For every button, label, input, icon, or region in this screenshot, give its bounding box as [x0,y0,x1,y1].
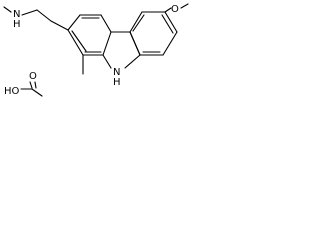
methoxy-o-label: O [171,4,179,15]
bond-methyl-n [3,6,12,13]
methoxy-group: O [164,3,189,15]
bond-pyrrole-bottom [124,54,141,69]
bond-ring-a6 [67,29,84,56]
right-benzene-ring [129,11,178,56]
acid-o-label: O [29,71,37,82]
bond-acid-c-o-inner [34,81,37,89]
bond-ring-b3 [164,11,178,33]
acetic-acid: HO O [4,71,43,97]
bond-acid-methyl [31,88,43,97]
bond-ring-b6 [129,31,141,56]
bond-ring-b3-inner [161,14,174,34]
acid-ho-label: HO [4,86,20,97]
bond-ring-o [164,7,172,13]
left-benzene-ring [67,14,112,75]
bond-ring-a1 [67,14,81,31]
bond-o-methyl [180,3,189,9]
indole-n-label: N [113,67,120,78]
indole-h-label: H [113,77,121,88]
methylamine-side-chain: N H [3,6,69,31]
bond-ring-a3 [100,14,112,33]
bond-n-ch2 [21,9,38,16]
amine-h-label: H [13,19,21,30]
bond-ring-a6-inner [71,30,87,52]
bond-ring-a4 [102,31,112,56]
bond-ch2-ch2 [36,9,52,22]
bond-ring-b1 [129,11,143,33]
amine-n-label: N [13,9,20,20]
chemical-structure-diagram: N H N H O [3,3,189,97]
bond-ring-b4 [162,31,178,56]
bond-ring-b1-inner [132,14,145,32]
bond-ch2-ring [50,20,69,31]
bond-pyrrole-left [102,54,112,69]
bond-acid-c-o [29,81,33,89]
